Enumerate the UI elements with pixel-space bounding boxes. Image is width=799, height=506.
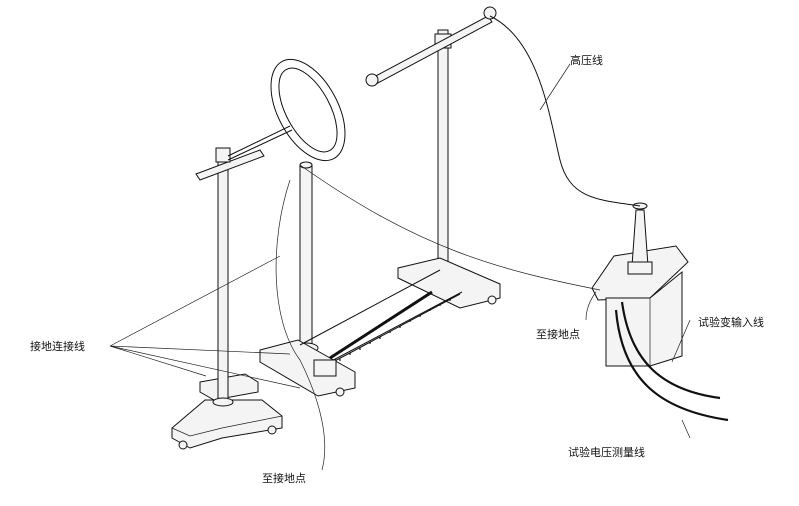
- label-high-voltage-line: 高压线: [570, 53, 603, 67]
- middle-post: [293, 161, 319, 354]
- corona-ring: [270, 58, 346, 162]
- label-ground-connection-line: 接地连接线: [30, 339, 85, 353]
- test-transformer: [591, 202, 729, 422]
- rail-holes: [339, 299, 451, 361]
- label-to-ground-point-right: 至接地点: [536, 328, 580, 341]
- main-frame: [259, 257, 501, 397]
- right-tall-post: [365, 6, 497, 276]
- label-voltage-measure-line: 试验电压测量线: [568, 445, 645, 459]
- high-voltage-lead: [489, 15, 641, 207]
- label-to-ground-point-bottom: 至接地点: [262, 472, 306, 485]
- label-transformer-input-line: 试验变输入线: [698, 315, 764, 329]
- left-stand: [171, 125, 293, 450]
- ground-wires: [109, 164, 691, 471]
